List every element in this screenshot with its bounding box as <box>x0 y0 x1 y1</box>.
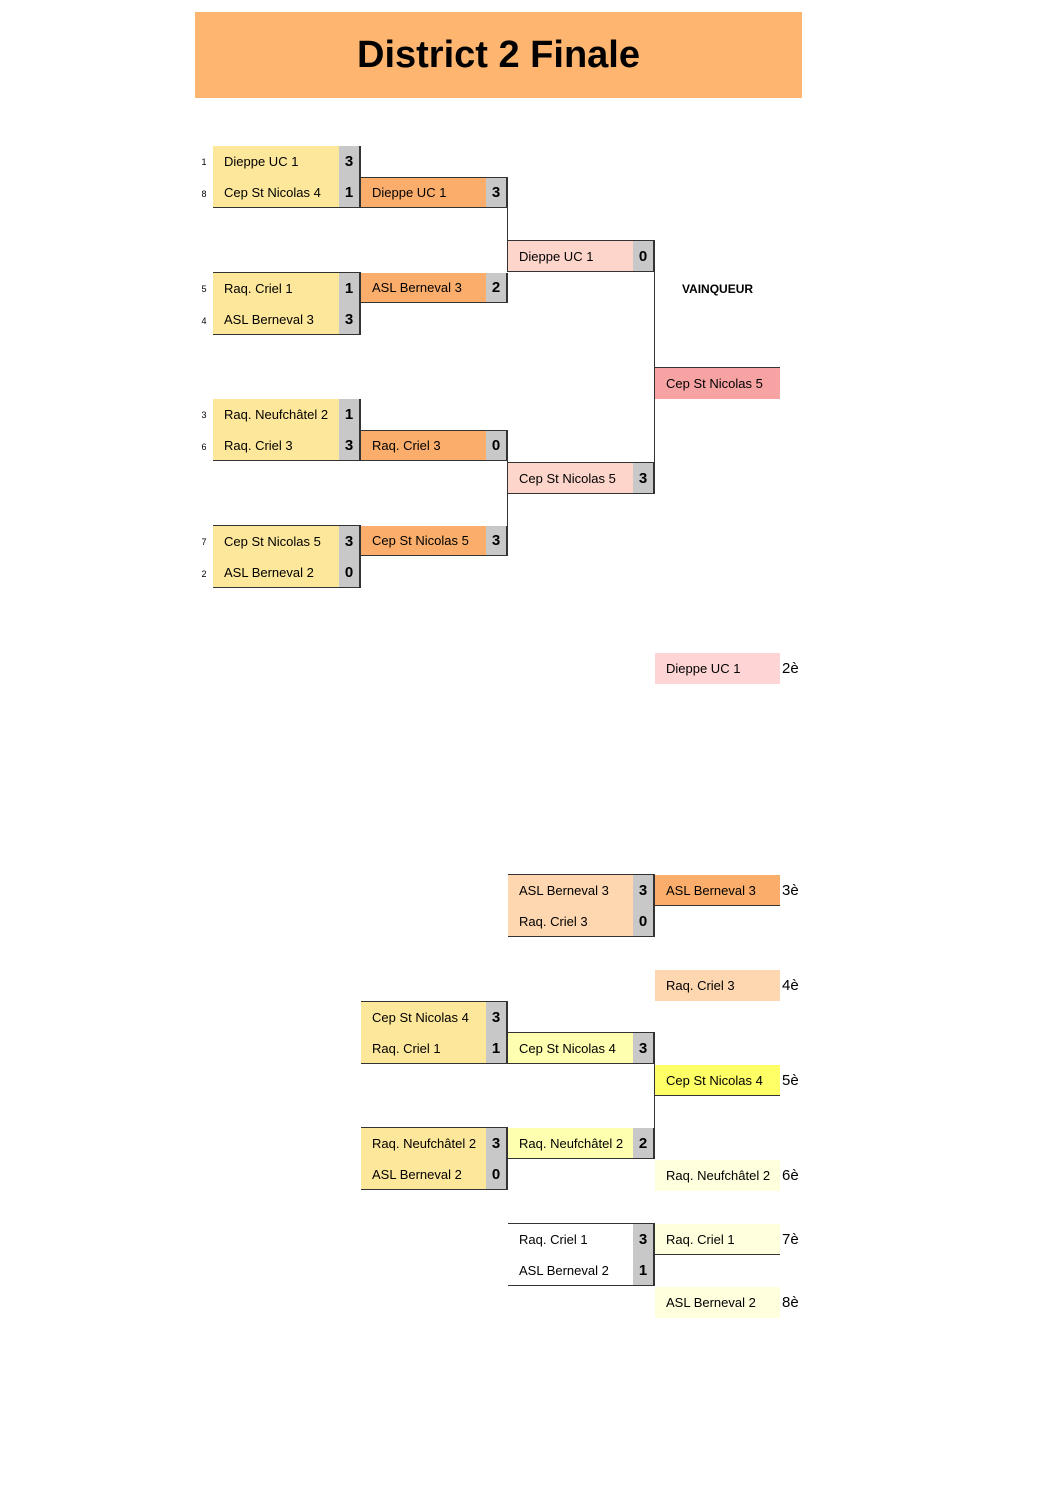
bracket-line <box>213 525 361 526</box>
score-cell: 0 <box>486 431 508 461</box>
team-cell: Raq. Criel 1 <box>361 1033 486 1064</box>
team-cell: Dieppe UC 1 <box>361 178 486 208</box>
score-cell: 3 <box>486 1128 508 1159</box>
team-cell: Raq. Criel 3 <box>361 431 486 461</box>
bracket-line <box>507 461 508 526</box>
seed-number: 4 <box>201 316 207 326</box>
team-cell: Raq. Criel 1 <box>508 1224 633 1255</box>
rank-label: 2è <box>782 660 799 677</box>
team-cell: ASL Berneval 2 <box>508 1255 633 1286</box>
score-cell: 1 <box>339 177 361 208</box>
rank-label: 7è <box>782 1231 799 1248</box>
bracket-line <box>655 367 780 368</box>
bracket-line <box>508 1223 655 1224</box>
score-cell: 1 <box>339 399 361 430</box>
team-cell: ASL Berneval 3 <box>361 273 486 303</box>
bracket-line <box>508 240 655 241</box>
bracket-line <box>508 462 655 463</box>
second-place-cell: Dieppe UC 1 <box>655 653 780 684</box>
bracket-line <box>361 177 508 178</box>
fourth-place-cell: Raq. Criel 3 <box>655 970 780 1001</box>
score-cell: 0 <box>339 557 361 588</box>
score-cell: 3 <box>633 1033 655 1064</box>
seventh-place-cell: Raq. Criel 1 <box>655 1224 780 1255</box>
score-cell: 0 <box>633 906 655 937</box>
score-cell: 1 <box>339 273 361 304</box>
team-cell: Cep St Nicolas 4 <box>213 177 339 208</box>
score-cell: 2 <box>633 1128 655 1159</box>
team-cell: Raq. Neufchâtel 2 <box>213 399 339 430</box>
bracket-line <box>507 208 508 272</box>
rank-label: 5è <box>782 1072 799 1089</box>
bracket-line <box>654 1064 655 1128</box>
team-cell: Cep St Nicolas 4 <box>508 1033 633 1064</box>
team-cell: Cep St Nicolas 5 <box>361 526 486 556</box>
page-title: District 2 Finale <box>195 12 802 98</box>
score-cell: 0 <box>633 241 655 272</box>
seed-number: 2 <box>201 569 207 579</box>
rank-label: 8è <box>782 1294 799 1311</box>
winner-cell: Cep St Nicolas 5 <box>655 368 780 399</box>
score-cell: 3 <box>633 1224 655 1255</box>
team-cell: Raq. Criel 1 <box>213 273 339 304</box>
bracket-line <box>508 874 655 875</box>
bracket-line <box>508 1032 655 1033</box>
score-cell: 2 <box>486 273 508 303</box>
third-place-cell: ASL Berneval 3 <box>655 875 780 906</box>
score-cell: 3 <box>486 178 508 208</box>
score-cell: 1 <box>633 1255 655 1286</box>
team-cell: Raq. Criel 3 <box>213 430 339 461</box>
score-cell: 1 <box>486 1033 508 1064</box>
team-cell: Cep St Nicolas 5 <box>213 526 339 557</box>
team-cell: ASL Berneval 3 <box>508 875 633 906</box>
score-cell: 3 <box>339 304 361 335</box>
seed-number: 7 <box>201 537 207 547</box>
bracket-line <box>654 272 655 462</box>
score-cell: 3 <box>339 526 361 557</box>
eighth-place-cell: ASL Berneval 2 <box>655 1287 780 1318</box>
rank-label: 3è <box>782 882 799 899</box>
rank-label: 6è <box>782 1167 799 1184</box>
winner-label: VAINQUEUR <box>681 282 754 296</box>
team-cell: ASL Berneval 2 <box>361 1159 486 1190</box>
team-cell: Raq. Neufchâtel 2 <box>361 1128 486 1159</box>
score-cell: 3 <box>339 146 361 177</box>
score-cell: 3 <box>633 463 655 494</box>
bracket-line <box>213 272 361 273</box>
bracket-line <box>361 1127 508 1128</box>
seed-number: 5 <box>201 284 207 294</box>
team-cell: ASL Berneval 3 <box>213 304 339 335</box>
team-cell: Dieppe UC 1 <box>213 146 339 177</box>
team-cell: Dieppe UC 1 <box>508 241 633 272</box>
team-cell: Raq. Neufchâtel 2 <box>508 1128 633 1159</box>
seed-number: 6 <box>201 442 207 452</box>
fifth-place-cell: Cep St Nicolas 4 <box>655 1065 780 1096</box>
score-cell: 3 <box>633 875 655 906</box>
score-cell: 0 <box>486 1159 508 1190</box>
bracket-line <box>361 430 508 431</box>
team-cell: Raq. Criel 3 <box>508 906 633 937</box>
seed-number: 8 <box>201 189 207 199</box>
score-cell: 3 <box>486 1002 508 1033</box>
team-cell: Cep St Nicolas 5 <box>508 463 633 494</box>
rank-label: 4è <box>782 977 799 994</box>
seed-number: 3 <box>201 410 207 420</box>
bracket-line <box>361 1001 508 1002</box>
team-cell: Cep St Nicolas 4 <box>361 1002 486 1033</box>
score-cell: 3 <box>339 430 361 461</box>
team-cell: ASL Berneval 2 <box>213 557 339 588</box>
sixth-place-cell: Raq. Neufchâtel 2 <box>655 1160 780 1191</box>
seed-number: 1 <box>201 157 207 167</box>
score-cell: 3 <box>486 526 508 556</box>
